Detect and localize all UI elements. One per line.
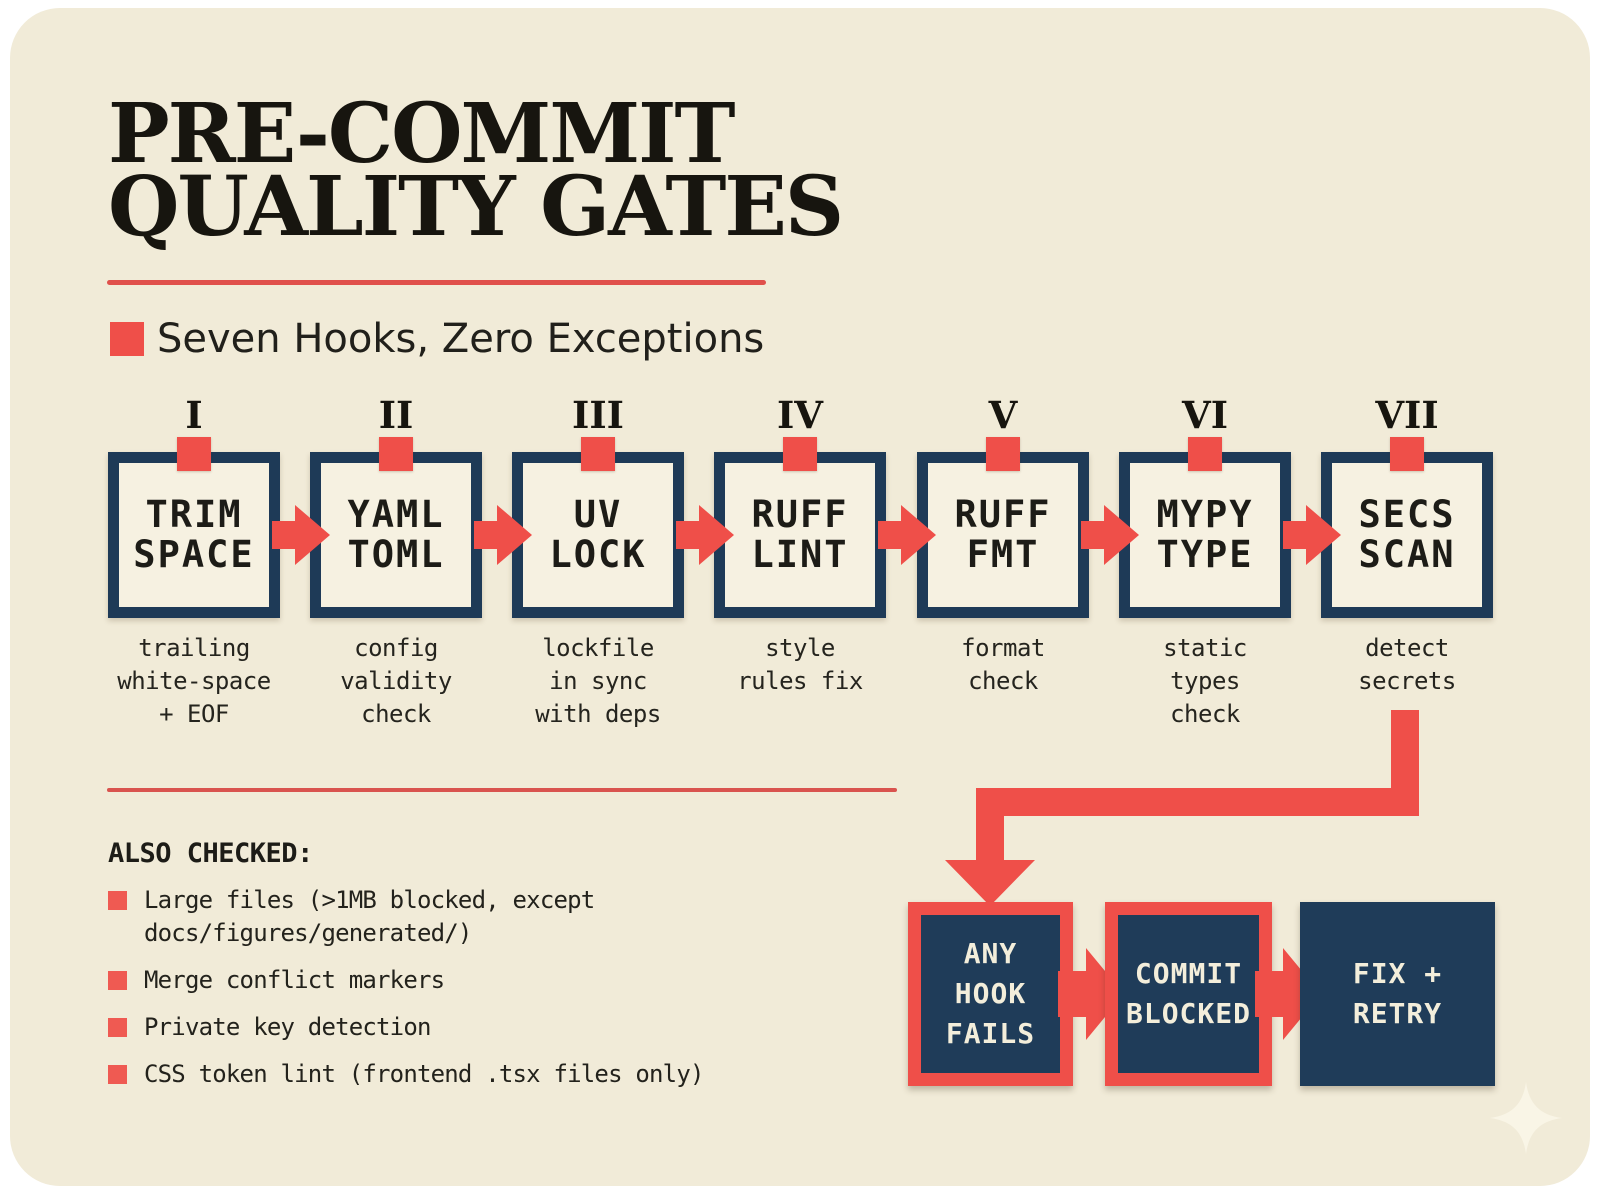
subtitle: Seven Hooks, Zero Exceptions bbox=[110, 317, 764, 361]
red-square-bullet-icon bbox=[108, 1018, 127, 1037]
fail-box-fix-retry: FIX + RETRY bbox=[1300, 902, 1495, 1086]
list-item: Merge conflict markers bbox=[108, 964, 788, 997]
gate-description: trailing white-space + EOF bbox=[117, 634, 271, 728]
gate-box: RUFF LINT bbox=[714, 437, 886, 618]
fail-box-any-hook-fails: ANY HOOK FAILS bbox=[908, 902, 1073, 1086]
gate-numeral: I bbox=[185, 393, 203, 437]
red-square-bullet-icon bbox=[108, 1065, 127, 1084]
red-square-icon bbox=[110, 322, 144, 356]
red-tab-icon bbox=[1188, 437, 1222, 471]
also-checked-heading: ALSO CHECKED: bbox=[108, 838, 313, 869]
red-tab-icon bbox=[177, 437, 211, 471]
list-item-text: Merge conflict markers bbox=[144, 966, 445, 994]
gate-box: RUFF FMT bbox=[917, 437, 1089, 618]
gate-label: RUFF LINT bbox=[751, 493, 849, 576]
list-item-text: Large files (>1MB blocked, except docs/f… bbox=[144, 886, 595, 947]
fail-box-label: FIX + RETRY bbox=[1352, 956, 1443, 1030]
gate-description: detect secrets bbox=[1358, 634, 1456, 695]
gate-description: static types check bbox=[1163, 634, 1247, 728]
gate-label: MYPY TYPE bbox=[1156, 493, 1254, 576]
red-tab-icon bbox=[1390, 437, 1424, 471]
gate-numeral: III bbox=[572, 393, 624, 437]
arrow-right-icon bbox=[1081, 505, 1139, 565]
red-square-bullet-icon bbox=[108, 971, 127, 990]
arrow-right-icon bbox=[272, 505, 330, 565]
gate-label: UV LOCK bbox=[549, 493, 647, 576]
gate-numeral: II bbox=[378, 393, 414, 437]
gate-label: SECS SCAN bbox=[1358, 493, 1456, 576]
gate-description: format check bbox=[961, 634, 1045, 695]
fail-box-label: ANY HOOK FAILS bbox=[945, 936, 1036, 1051]
list-item: Large files (>1MB blocked, except docs/f… bbox=[108, 884, 788, 950]
gate-box: UV LOCK bbox=[512, 437, 684, 618]
gate-box: YAML TOML bbox=[310, 437, 482, 618]
arrow-right-icon bbox=[878, 505, 936, 565]
list-item: CSS token lint (frontend .tsx files only… bbox=[108, 1058, 788, 1091]
gate-label: TRIM SPACE bbox=[133, 493, 255, 576]
arrow-down-icon bbox=[945, 860, 1035, 906]
gate-description: lockfile in sync with deps bbox=[535, 634, 661, 728]
list-item-text: CSS token lint (frontend .tsx files only… bbox=[144, 1060, 704, 1088]
fail-box-label: COMMIT BLOCKED bbox=[1125, 956, 1251, 1030]
red-tab-icon bbox=[379, 437, 413, 471]
subtitle-text: Seven Hooks, Zero Exceptions bbox=[157, 316, 765, 362]
gate-trim-space: I TRIM SPACE trailing white-space + EOF bbox=[93, 386, 295, 731]
red-tab-icon bbox=[986, 437, 1020, 471]
gate-ruff-lint: IV RUFF LINT style rules fix bbox=[699, 386, 901, 698]
gate-box: TRIM SPACE bbox=[108, 437, 280, 618]
gate-numeral: VI bbox=[1181, 393, 1228, 437]
section-divider bbox=[107, 788, 897, 792]
gate-label: RUFF FMT bbox=[954, 493, 1052, 576]
gate-box: SECS SCAN bbox=[1321, 437, 1493, 618]
list-item-text: Private key detection bbox=[144, 1013, 431, 1041]
arrow-right-icon bbox=[474, 505, 532, 565]
list-item: Private key detection bbox=[108, 1011, 788, 1044]
title-underline bbox=[107, 280, 766, 285]
red-tab-icon bbox=[581, 437, 615, 471]
gate-numeral: VII bbox=[1375, 393, 1439, 437]
red-tab-icon bbox=[783, 437, 817, 471]
gate-mypy-type: VI MYPY TYPE static types check bbox=[1104, 386, 1306, 731]
gate-secs-scan: VII SECS SCAN detect secrets bbox=[1306, 386, 1508, 698]
gate-description: config validity check bbox=[340, 634, 452, 728]
gate-ruff-fmt: V RUFF FMT format check bbox=[902, 386, 1104, 698]
fail-box-commit-blocked: COMMIT BLOCKED bbox=[1105, 902, 1272, 1086]
red-square-bullet-icon bbox=[108, 891, 127, 910]
gate-numeral: IV bbox=[776, 393, 823, 437]
gate-box: MYPY TYPE bbox=[1119, 437, 1291, 618]
connector-horizontal-segment bbox=[976, 788, 1419, 816]
also-checked-list: Large files (>1MB blocked, except docs/f… bbox=[108, 884, 788, 1091]
sparkle-icon bbox=[1490, 1082, 1562, 1154]
connector-drop-segment bbox=[976, 788, 1004, 862]
arrow-right-icon bbox=[676, 505, 734, 565]
gate-label: YAML TOML bbox=[347, 493, 445, 576]
page-title: PRE-COMMIT QUALITY GATES bbox=[108, 86, 844, 255]
gate-description: style rules fix bbox=[737, 634, 863, 695]
arrow-right-icon bbox=[1283, 505, 1341, 565]
gate-numeral: V bbox=[988, 393, 1018, 437]
